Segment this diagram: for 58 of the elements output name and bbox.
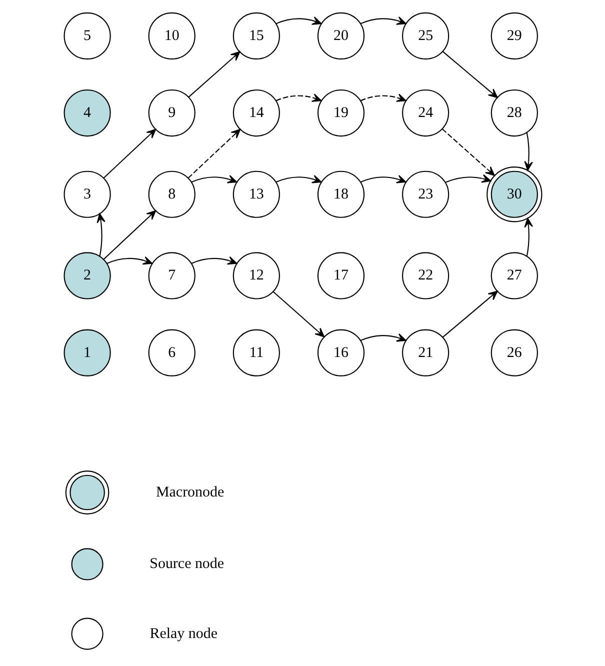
node-circle: 2 — [63, 252, 110, 300]
arrow — [441, 128, 494, 176]
node-circle: 20 — [316, 12, 364, 60]
node-circle: 11 — [232, 329, 280, 376]
arrow — [102, 128, 156, 178]
arrow — [272, 291, 324, 338]
node-circle: 22 — [402, 252, 449, 300]
legend-label: Macronode — [155, 484, 224, 500]
arrow — [275, 174, 322, 184]
arrow — [187, 128, 240, 178]
arrow — [524, 132, 532, 171]
arrow — [106, 256, 152, 265]
node-circle: 17 — [316, 252, 364, 300]
arrow — [275, 16, 322, 25]
node-circle: 28 — [490, 89, 538, 137]
node-circle: 30 — [486, 166, 542, 222]
node-circle: 18 — [316, 170, 364, 218]
arrow — [360, 333, 406, 342]
arrow — [190, 256, 237, 265]
arrow — [442, 290, 498, 338]
node-circle: 26 — [490, 329, 538, 376]
node-circle: 13 — [232, 170, 280, 218]
arrow — [190, 174, 237, 184]
node-circle: 10 — [148, 12, 195, 60]
node-circle: 24 — [402, 89, 449, 137]
node-circle: 27 — [490, 252, 538, 300]
arrow — [188, 51, 240, 98]
arrow — [360, 174, 406, 184]
legend-label: Source node — [149, 556, 224, 572]
node-circle: 9 — [148, 89, 195, 137]
node-circle: 7 — [148, 252, 195, 300]
arrow — [360, 94, 406, 102]
node-circle: 16 — [316, 329, 364, 376]
node-circle: 15 — [232, 12, 280, 60]
node-circle: 1 — [63, 329, 110, 376]
arrow — [444, 174, 491, 183]
node-circle: 21 — [402, 329, 449, 376]
node-circle — [70, 548, 103, 580]
arrow — [102, 210, 156, 260]
node-circle: 29 — [490, 12, 538, 60]
node-circle: 23 — [402, 170, 449, 218]
node-circle: 12 — [232, 252, 280, 300]
arrow — [96, 213, 105, 256]
node-circle: 8 — [148, 170, 195, 218]
node-circle: 25 — [402, 12, 449, 60]
node-circle: 3 — [63, 170, 110, 218]
node-circle — [70, 618, 103, 650]
node-circle: 19 — [316, 89, 364, 137]
node-circle: 4 — [63, 89, 110, 137]
arrow — [360, 16, 406, 25]
arrow — [442, 51, 498, 98]
arrow — [275, 94, 322, 102]
arrow — [524, 218, 532, 256]
node-circle — [64, 470, 109, 514]
legend-label: Relay node — [149, 626, 218, 642]
node-circle: 6 — [148, 329, 195, 376]
node-circle: 14 — [232, 89, 280, 137]
node-circle: 5 — [63, 12, 110, 60]
